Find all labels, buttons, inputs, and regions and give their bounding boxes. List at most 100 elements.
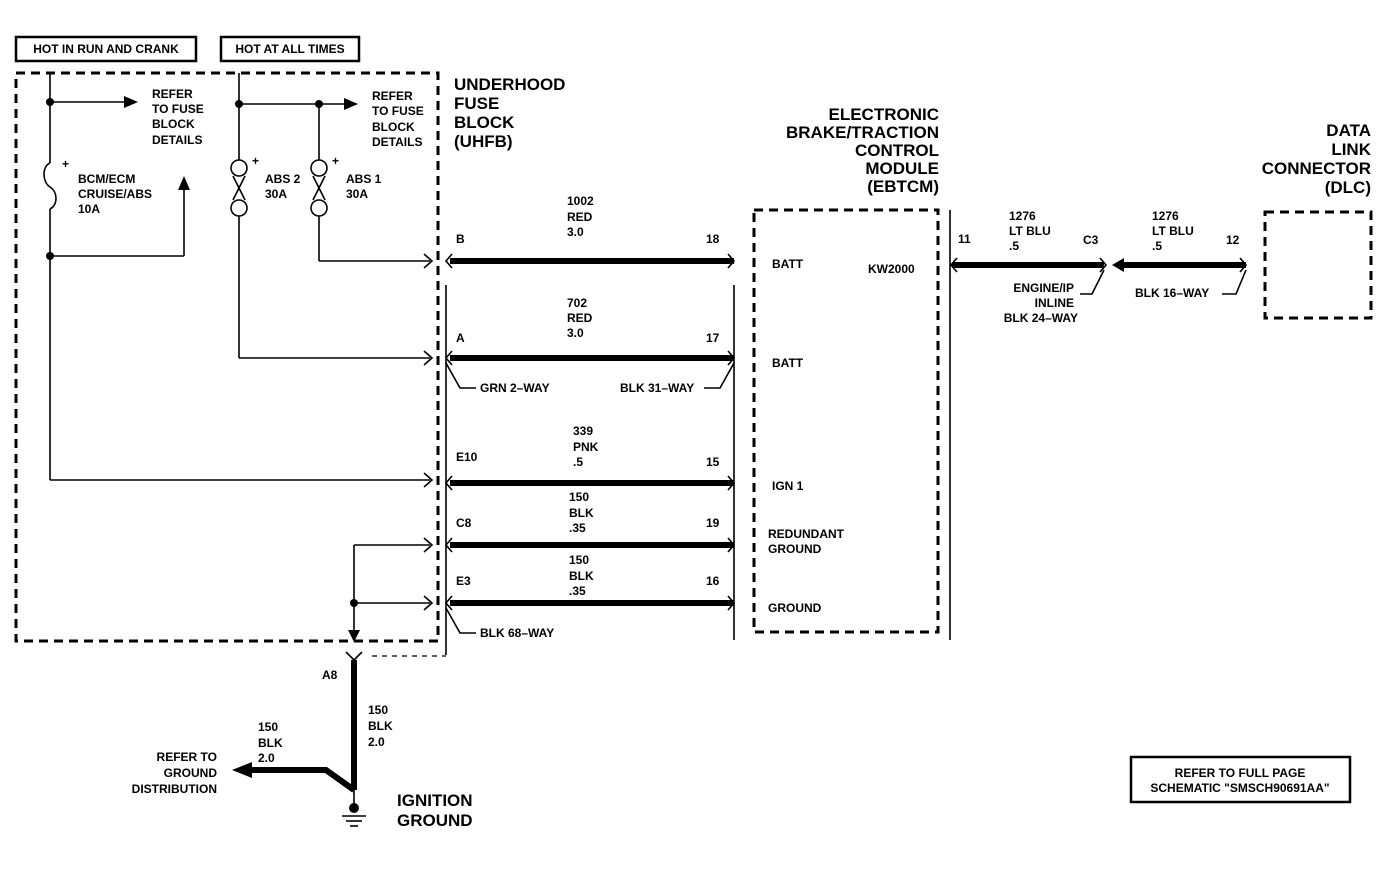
svg-text:3.0: 3.0 xyxy=(567,225,584,239)
ebtcm-outline xyxy=(752,208,940,634)
svg-text:11: 11 xyxy=(958,232,971,246)
svg-text:REFER TO: REFER TO xyxy=(157,750,217,764)
svg-text:C3: C3 xyxy=(1083,233,1099,247)
svg-text:BLK: BLK xyxy=(258,736,283,750)
svg-text:MODULE: MODULE xyxy=(865,159,939,178)
svg-text:DISTRIBUTION: DISTRIBUTION xyxy=(132,782,217,796)
svg-text:HOT IN RUN AND CRANK: HOT IN RUN AND CRANK xyxy=(33,42,179,56)
svg-text:RED: RED xyxy=(567,311,593,325)
svg-text:GROUND: GROUND xyxy=(768,601,822,615)
svg-text:2.0: 2.0 xyxy=(258,751,275,765)
svg-text:BLOCK: BLOCK xyxy=(372,120,415,134)
svg-text:1276: 1276 xyxy=(1152,209,1179,223)
dlc-title: DATA LINK CONNECTOR (DLC) xyxy=(1262,121,1372,197)
abs-fuse-feed xyxy=(235,73,358,160)
svg-text:10A: 10A xyxy=(78,202,100,216)
svg-text:339: 339 xyxy=(573,424,593,438)
svg-text:GROUND: GROUND xyxy=(397,811,473,830)
svg-text:3.0: 3.0 xyxy=(567,326,584,340)
circuit-339: 339 PNK .5 E10 15 xyxy=(450,424,734,486)
blk-68-way-callout: BLK 68–WAY xyxy=(445,607,554,640)
svg-text:BLOCK: BLOCK xyxy=(454,113,515,132)
svg-text:BLK 16–WAY: BLK 16–WAY xyxy=(1135,286,1209,300)
svg-text:.5: .5 xyxy=(1152,239,1162,253)
svg-text:DETAILS: DETAILS xyxy=(372,135,422,149)
svg-text:TO FUSE: TO FUSE xyxy=(372,104,424,118)
ground-pin-a8: A8 xyxy=(322,668,338,682)
svg-text:ENGINE/IP: ENGINE/IP xyxy=(1013,281,1074,295)
svg-text:LINK: LINK xyxy=(1331,140,1371,159)
svg-text:BLK: BLK xyxy=(569,506,594,520)
svg-text:30A: 30A xyxy=(346,187,368,201)
abs1-fuse-label: ABS 1 30A xyxy=(346,172,382,201)
svg-text:.35: .35 xyxy=(569,521,586,535)
bcm-fuse-plus: + xyxy=(62,157,69,171)
svg-text:REFER: REFER xyxy=(152,87,193,101)
svg-text:E10: E10 xyxy=(456,450,478,464)
svg-text:B: B xyxy=(456,232,465,246)
circuit-150-ground: 150 BLK .35 E3 16 xyxy=(450,553,734,606)
svg-text:C8: C8 xyxy=(456,516,472,530)
svg-text:BRAKE/TRACTION: BRAKE/TRACTION xyxy=(786,123,939,142)
svg-text:REFER: REFER xyxy=(372,89,413,103)
ebtcm-terminals: BATT BATT IGN 1 REDUNDANT GROUND GROUND xyxy=(768,257,845,615)
svg-text:.35: .35 xyxy=(569,584,586,598)
svg-text:BLK 31–WAY: BLK 31–WAY xyxy=(620,381,694,395)
svg-text:LT BLU: LT BLU xyxy=(1009,224,1051,238)
svg-text:702: 702 xyxy=(567,296,587,310)
svg-text:UNDERHOOD: UNDERHOOD xyxy=(454,75,565,94)
svg-text:FUSE: FUSE xyxy=(454,94,499,113)
svg-text:SCHEMATIC "SMSCH90691AA": SCHEMATIC "SMSCH90691AA" xyxy=(1150,781,1329,795)
svg-text:E3: E3 xyxy=(456,574,471,588)
svg-text:CONNECTOR: CONNECTOR xyxy=(1262,159,1371,178)
bcm-fuse-feed xyxy=(43,73,190,480)
circuit-1002: 1002 RED 3.0 B 18 xyxy=(450,194,734,264)
svg-text:IGNITION: IGNITION xyxy=(397,791,473,810)
svg-text:BCM/ECM: BCM/ECM xyxy=(78,172,135,186)
engine-ip-inline-callout: ENGINE/IP INLINE BLK 24–WAY xyxy=(1004,269,1105,325)
hot-run-crank-label: HOT IN RUN AND CRANK xyxy=(14,35,198,63)
svg-text:GROUND: GROUND xyxy=(164,766,218,780)
svg-text:RED: RED xyxy=(567,210,593,224)
svg-text:BLK: BLK xyxy=(569,569,594,583)
svg-text:150: 150 xyxy=(569,490,589,504)
svg-text:(EBTCM): (EBTCM) xyxy=(867,177,939,196)
dlc-circuit-1276: 1276 LT BLU .5 1276 LT BLU .5 11 C3 12 xyxy=(949,209,1248,273)
svg-text:INLINE: INLINE xyxy=(1035,296,1074,310)
svg-text:150: 150 xyxy=(368,703,388,717)
svg-text:BLOCK: BLOCK xyxy=(152,117,195,131)
svg-text:DATA: DATA xyxy=(1326,121,1371,140)
refer-fuse-details-1: REFER TO FUSE BLOCK DETAILS xyxy=(152,87,204,147)
uhfb-title: UNDERHOOD FUSE BLOCK (UHFB) xyxy=(454,75,565,151)
ground-wire-branch-label: 150 BLK 2.0 xyxy=(258,720,283,765)
abs2-fuse-icon xyxy=(230,159,430,359)
circuit-150-redundant: 150 BLK .35 C8 19 xyxy=(450,490,734,548)
svg-text:GROUND: GROUND xyxy=(768,542,822,556)
svg-text:BATT: BATT xyxy=(772,356,804,370)
bcm-fuse-label: BCM/ECM CRUISE/ABS 10A xyxy=(78,172,152,216)
refer-ground-distribution: REFER TO GROUND DISTRIBUTION xyxy=(132,750,218,796)
svg-text:ABS 2: ABS 2 xyxy=(265,172,301,186)
svg-text:(DLC): (DLC) xyxy=(1325,178,1371,197)
abs1-fuse-plus: + xyxy=(332,154,339,168)
connector-arrows xyxy=(423,253,434,611)
svg-text:(UHFB): (UHFB) xyxy=(454,132,513,151)
blk-16-way-callout: BLK 16–WAY xyxy=(1135,269,1247,300)
circuit-702: 702 RED 3.0 A 17 xyxy=(450,296,734,361)
ground-bus xyxy=(348,544,430,642)
svg-text:150: 150 xyxy=(569,553,589,567)
svg-text:1002: 1002 xyxy=(567,194,594,208)
svg-text:1276: 1276 xyxy=(1009,209,1036,223)
svg-text:2.0: 2.0 xyxy=(368,735,385,749)
svg-text:18: 18 xyxy=(706,232,720,246)
svg-text:BATT: BATT xyxy=(772,257,804,271)
svg-text:BLK: BLK xyxy=(368,719,393,733)
svg-text:CONTROL: CONTROL xyxy=(855,141,939,160)
abs1-fuse-icon xyxy=(310,159,430,262)
svg-text:TO FUSE: TO FUSE xyxy=(152,102,204,116)
dlc-outline xyxy=(1263,210,1373,320)
refer-fuse-details-2: REFER TO FUSE BLOCK DETAILS xyxy=(372,89,424,149)
svg-text:ELECTRONIC: ELECTRONIC xyxy=(829,105,940,124)
svg-text:DETAILS: DETAILS xyxy=(152,133,202,147)
